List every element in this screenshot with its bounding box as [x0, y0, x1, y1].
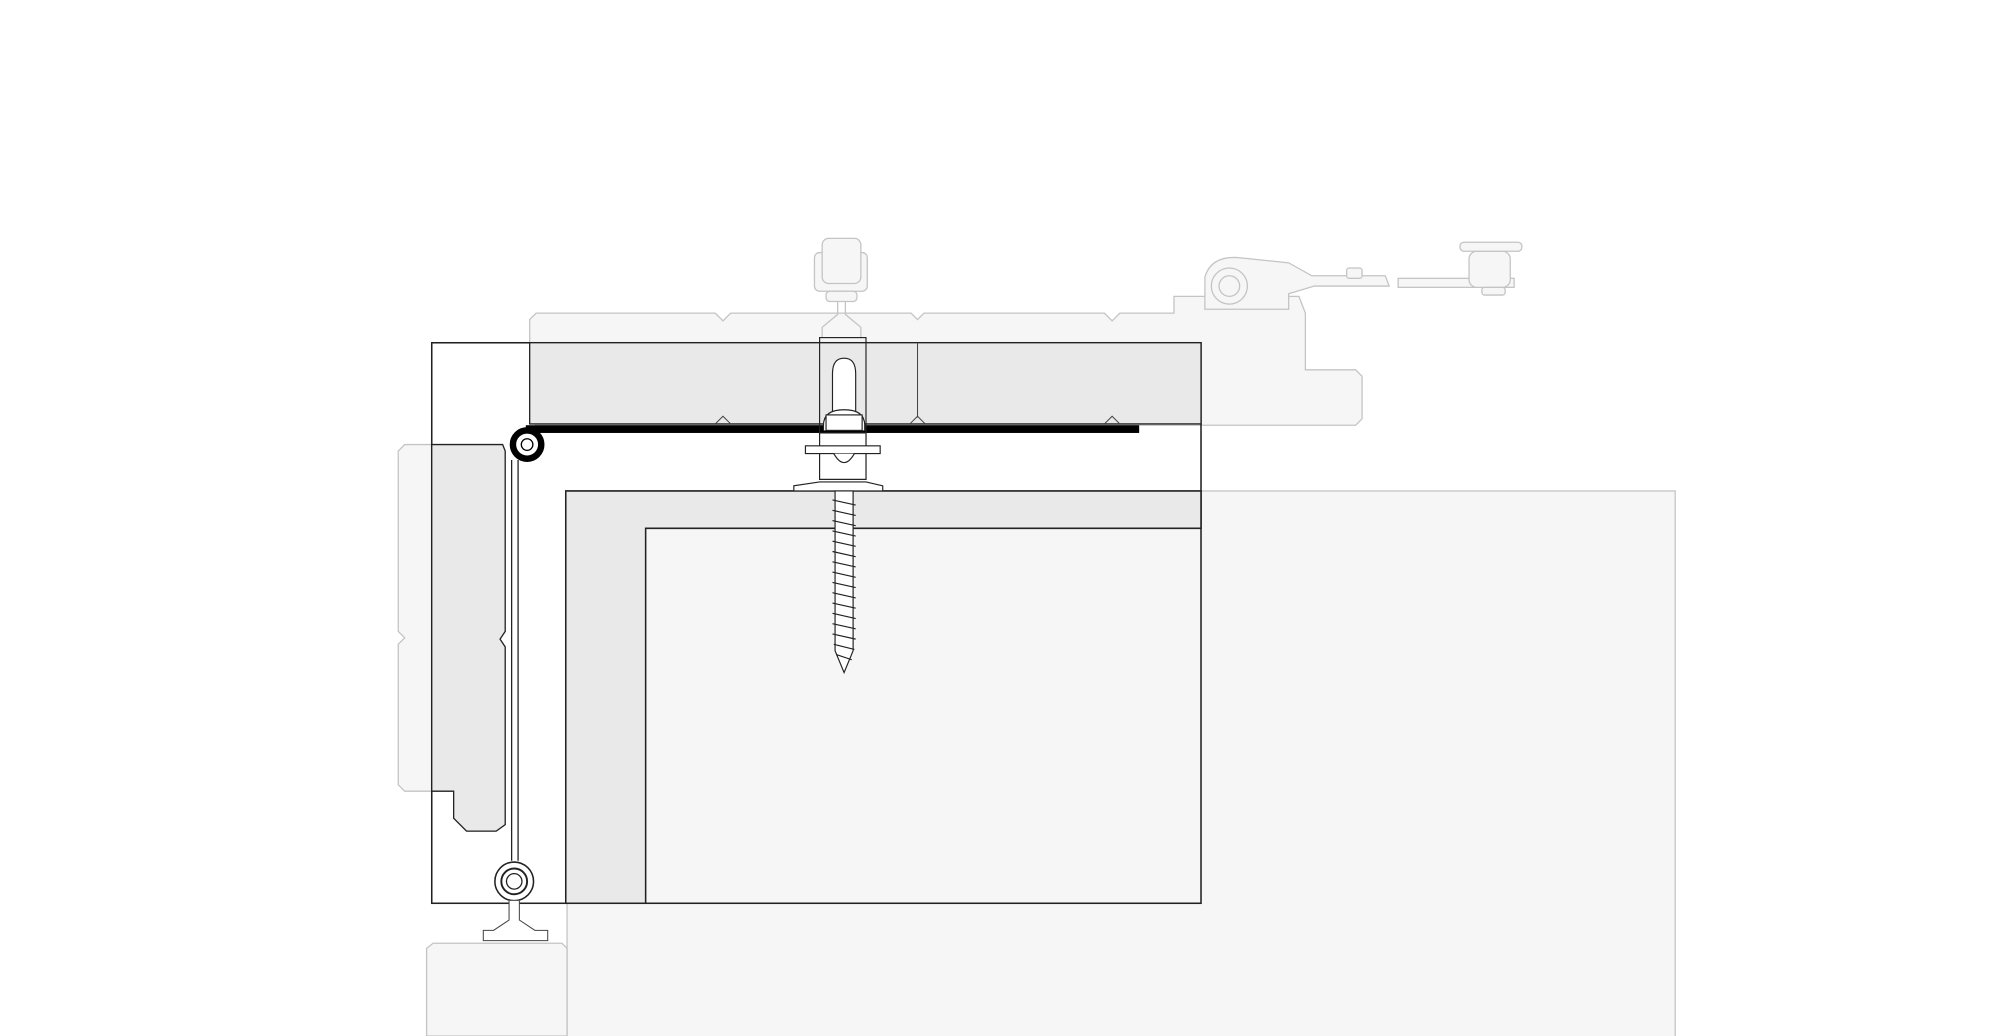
l-section-panel	[564, 490, 1202, 905]
screw-washer	[793, 481, 884, 492]
left-panel	[431, 443, 506, 832]
panel-joints	[714, 342, 1121, 425]
faint-bottom-block	[425, 942, 568, 1036]
screw-assembly	[793, 337, 884, 675]
bottom-roller-icon	[482, 861, 549, 942]
faint-top-clip	[813, 237, 868, 338]
background-block	[566, 490, 1676, 1036]
top-panel	[529, 342, 1202, 425]
faint-latch-hardware	[1204, 241, 1523, 310]
cable-line	[510, 460, 519, 861]
screw-threads	[832, 499, 856, 661]
